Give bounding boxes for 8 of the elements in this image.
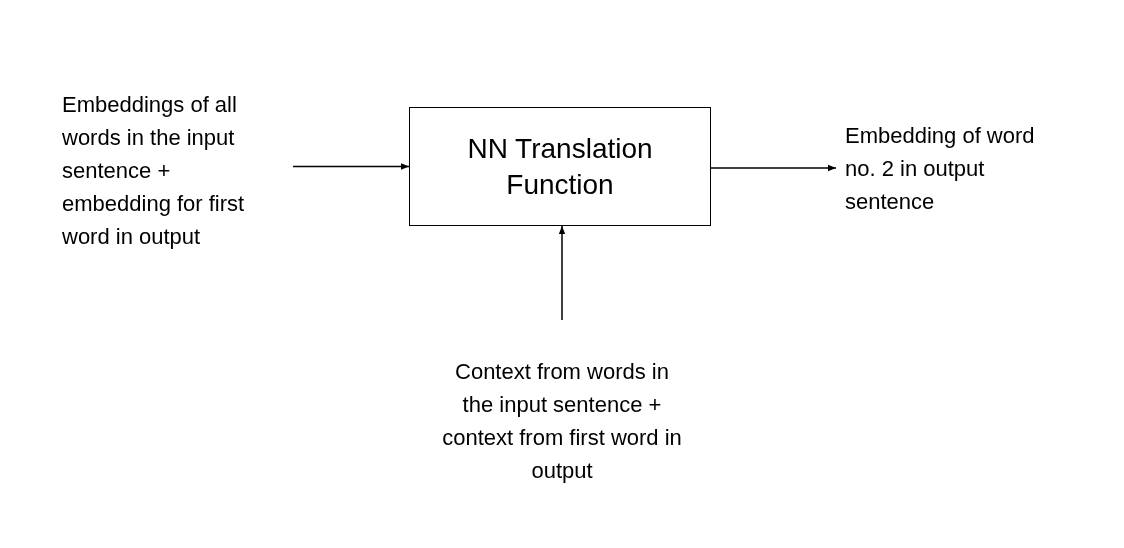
arrow	[710, 164, 837, 172]
node-label: Embeddings of all words in the input sentence + embedding for first word in output	[62, 90, 246, 251]
node-label: Embedding of word no. 2 in output sentence	[845, 121, 1036, 216]
arrow	[292, 163, 410, 170]
node-label: Context from words in the input sentence + context from first word in output	[442, 358, 682, 485]
process-box	[409, 107, 711, 226]
node-label: NN Translation Function	[466, 131, 654, 202]
arrow	[558, 225, 566, 321]
